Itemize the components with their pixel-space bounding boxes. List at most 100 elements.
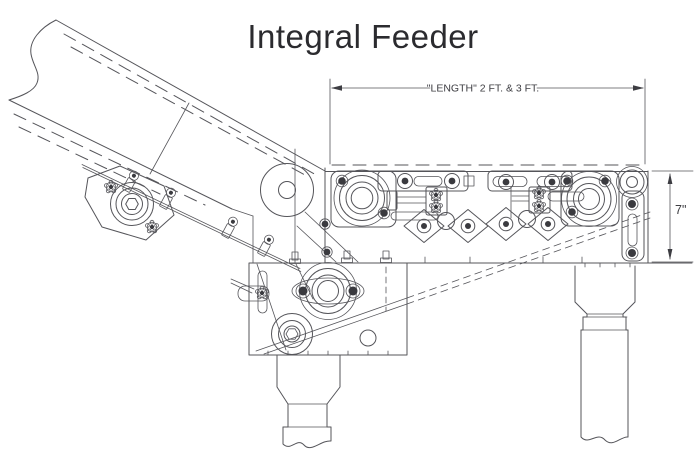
- clamp-bracket: [528, 186, 551, 214]
- lock-nut-icon: [532, 185, 546, 200]
- slot-bar: [547, 191, 585, 202]
- bearing-ring: [311, 274, 345, 308]
- lock-nut-icon: [429, 199, 443, 214]
- tie-rod: [230, 282, 253, 294]
- bolt-ring: [625, 246, 639, 260]
- end-link-plate: [616, 166, 648, 262]
- bearing-bore: [121, 193, 143, 215]
- left-mount-bracket: [377, 170, 475, 192]
- rod-edge: [81, 164, 301, 269]
- bracket-slot: [536, 176, 572, 187]
- spacer-block: [463, 175, 475, 187]
- arrow-down-icon: [667, 249, 673, 260]
- bearing-bore: [578, 188, 600, 210]
- lock-nut-icon: [104, 179, 118, 194]
- bolt: [628, 249, 636, 257]
- feeder-left-bearing: [330, 169, 397, 228]
- lock-nut-icon: [429, 187, 443, 202]
- adjustment-slot: [627, 213, 638, 247]
- pan-slope-edge: [255, 297, 408, 352]
- adjustment-slot: [237, 285, 270, 302]
- clamp-bracket: [425, 186, 448, 216]
- bolt: [565, 205, 579, 219]
- tension-rod: [81, 164, 302, 272]
- feeder-right-bearing: [560, 170, 620, 227]
- bearing-bore: [317, 280, 339, 302]
- pulley-rim: [271, 313, 313, 355]
- gusset-plate: [447, 209, 489, 243]
- arrow-up-icon: [667, 173, 673, 184]
- pan-slope-hidden: [406, 217, 651, 305]
- bearing-housing: [110, 182, 154, 226]
- shaft-hex: [125, 198, 139, 210]
- bearing-ring: [573, 183, 605, 215]
- drive-mount-plate: [230, 262, 408, 356]
- page-title: Integral Feeder: [247, 18, 478, 55]
- pan-slope-hidden: [406, 211, 651, 299]
- bearing-flange: [299, 262, 357, 320]
- conveyor-bottom-edge: [8, 99, 233, 210]
- break-line: [8, 19, 57, 101]
- rod-edge: [82, 167, 302, 272]
- idler-rim: [619, 169, 645, 195]
- bearing-housing: [330, 170, 397, 228]
- shaft-hex: [285, 328, 299, 340]
- conveyor-top-edge: [55, 19, 326, 172]
- pulley-hub: [283, 325, 301, 343]
- bearing-ring: [115, 187, 149, 221]
- bolt-ring: [295, 283, 311, 299]
- slot-bar: [390, 211, 439, 221]
- spacer-roller: [437, 212, 455, 230]
- bearing-ring: [339, 175, 385, 221]
- pan-slope-edge: [263, 303, 408, 355]
- right-mount-bracket: [487, 170, 573, 192]
- pulley-rim: [260, 163, 314, 217]
- bearing-ring: [345, 181, 379, 215]
- access-hole: [359, 329, 377, 347]
- drive-pulley: [271, 313, 313, 355]
- bracket-slot: [492, 176, 528, 187]
- bracket-slot: [413, 176, 443, 187]
- height-dimension: 7": [651, 170, 694, 263]
- arrow-left-icon: [331, 85, 342, 91]
- pulley-ring: [278, 320, 306, 348]
- bolt-ring: [625, 197, 639, 211]
- mounting-stud: [341, 250, 353, 263]
- belt-hidden-line: [63, 33, 319, 177]
- rod-clamp-bolt: [220, 215, 240, 240]
- lock-nut-icon: [145, 219, 159, 234]
- bolt: [335, 174, 349, 188]
- chute-brace: [296, 225, 337, 263]
- drive-bearing: [291, 262, 365, 320]
- bearing-flange: [561, 171, 617, 227]
- left-support-leg: [276, 354, 341, 449]
- two-bolt-flange: [291, 277, 365, 305]
- shaft-flange: [386, 190, 398, 211]
- mounting-stud: [380, 250, 392, 263]
- bolt: [628, 200, 636, 208]
- bolt: [321, 246, 333, 258]
- bolt: [298, 286, 308, 296]
- bearing-mount-plate: [84, 165, 175, 241]
- bracket-bar: [487, 170, 573, 192]
- bearing-ring: [566, 176, 612, 222]
- link-plate: [621, 190, 645, 262]
- bolt: [377, 206, 391, 220]
- chute-wall-edge: [256, 263, 287, 351]
- left-crank-mechanism: [386, 186, 448, 221]
- bolt: [444, 173, 460, 189]
- frame-end-edge: [149, 102, 190, 175]
- hidden-pan-slope-line: [255, 211, 651, 355]
- bearing-housing: [560, 170, 620, 227]
- gusset-plates: [403, 207, 569, 243]
- right-support-leg: [574, 262, 636, 444]
- bolt-ring: [345, 283, 361, 299]
- right-crank-mechanism: [510, 185, 585, 219]
- length-dimension-label: "LENGTH" 2 FT. & 3 FT.: [427, 83, 539, 95]
- length-dimension: "LENGTH" 2 FT. & 3 FT.: [329, 78, 646, 165]
- bearing-bore: [350, 186, 374, 210]
- bracket-bar: [377, 170, 469, 192]
- frame-edge: [231, 208, 254, 217]
